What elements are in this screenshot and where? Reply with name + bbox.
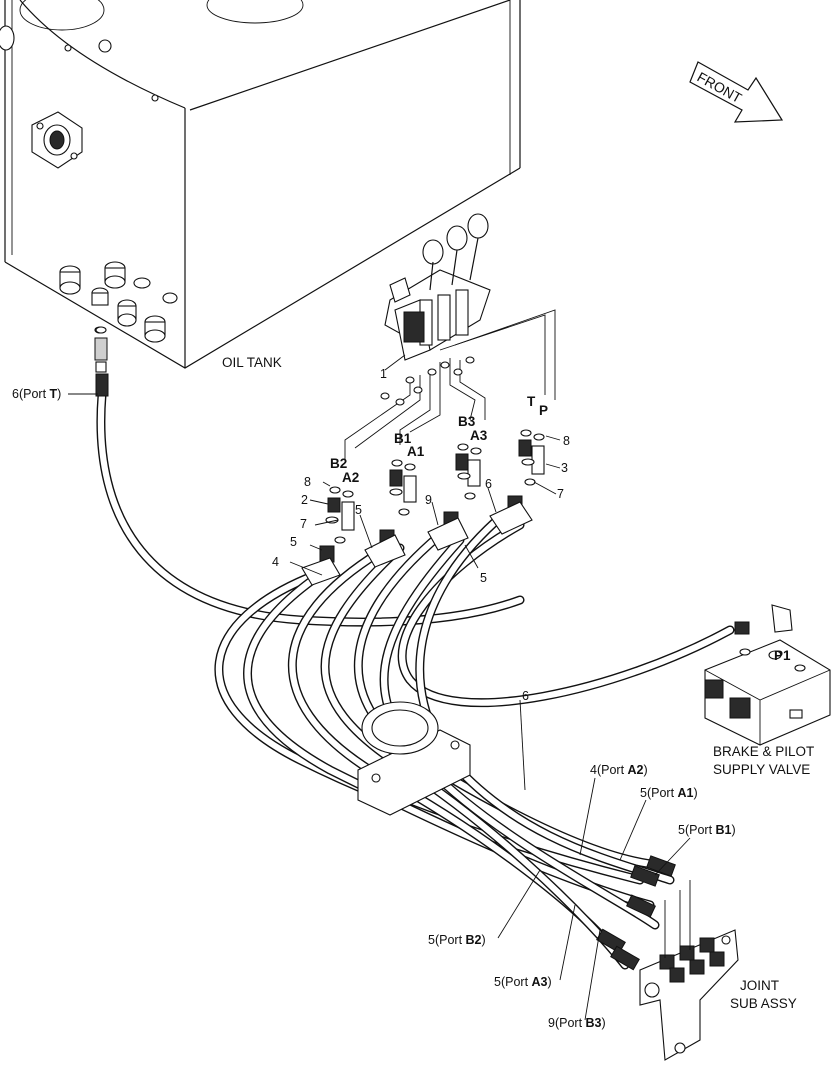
callout-5a: 5 <box>290 535 297 549</box>
fittings-b3-a3 <box>427 443 482 551</box>
callout-7a: 7 <box>300 517 307 531</box>
port-label-t: T <box>527 394 536 409</box>
callout-4: 4 <box>272 555 279 569</box>
callout-leaders <box>68 354 691 1021</box>
pilot-control-valve <box>384 213 491 361</box>
joint-label-1: JOINT <box>740 978 779 993</box>
label-port-a1: 5(Port A1) <box>640 786 698 800</box>
port-label-a1: A1 <box>407 444 425 459</box>
fittings-b2-a2 <box>301 486 355 586</box>
fittings-t-p <box>489 429 545 535</box>
port-label-b3: B3 <box>458 414 476 429</box>
callout-8b: 8 <box>563 434 570 448</box>
callout-6a: 6 <box>485 477 492 491</box>
callout-3: 3 <box>561 461 568 475</box>
port-leader-lines <box>344 309 556 460</box>
callout-6b: 6 <box>522 689 529 703</box>
label-port-b2: 5(Port B2) <box>428 933 486 947</box>
port-label-a2: A2 <box>342 470 359 485</box>
port-label-b2: B2 <box>330 456 347 471</box>
tank-return-fitting <box>94 326 109 397</box>
hose-clamp <box>357 701 471 816</box>
callout-7b: 7 <box>557 487 564 501</box>
label-port-a3: 5(Port A3) <box>494 975 552 989</box>
callout-5c: 5 <box>480 571 487 585</box>
callout-2: 2 <box>301 493 308 507</box>
brake-pilot-supply-valve: P1 BRAKE & PILOT SUPPLY VALVE <box>704 604 831 777</box>
fittings-b1-a1 <box>364 459 417 568</box>
oil-tank-label: OIL TANK <box>222 355 282 370</box>
port-p1-label: P1 <box>774 648 791 663</box>
callout-5b: 5 <box>355 503 362 517</box>
tank-bottom-fittings <box>59 261 178 343</box>
callout-8a: 8 <box>304 475 311 489</box>
oil-tank: OIL TANK <box>0 0 521 370</box>
brake-valve-label-2: SUPPLY VALVE <box>713 762 810 777</box>
label-port-b1: 5(Port B1) <box>678 823 736 837</box>
joint-hose-ends <box>596 855 676 971</box>
port-label-p: P <box>539 403 548 418</box>
joint-sub-assy: JOINT SUB ASSY <box>639 880 797 1061</box>
front-arrow: FRONT <box>689 61 784 123</box>
callout-1: 1 <box>380 367 387 381</box>
joint-label-2: SUB ASSY <box>730 996 797 1011</box>
label-port-b3: 9(Port B3) <box>548 1016 606 1030</box>
port-label-b1: B1 <box>394 431 412 446</box>
callout-9: 9 <box>425 493 432 507</box>
port-label-a3: A3 <box>470 428 488 443</box>
label-port-t: 6(Port T) <box>12 387 61 401</box>
label-port-a2: 4(Port A2) <box>590 763 648 777</box>
brake-valve-label-1: BRAKE & PILOT <box>713 744 814 759</box>
